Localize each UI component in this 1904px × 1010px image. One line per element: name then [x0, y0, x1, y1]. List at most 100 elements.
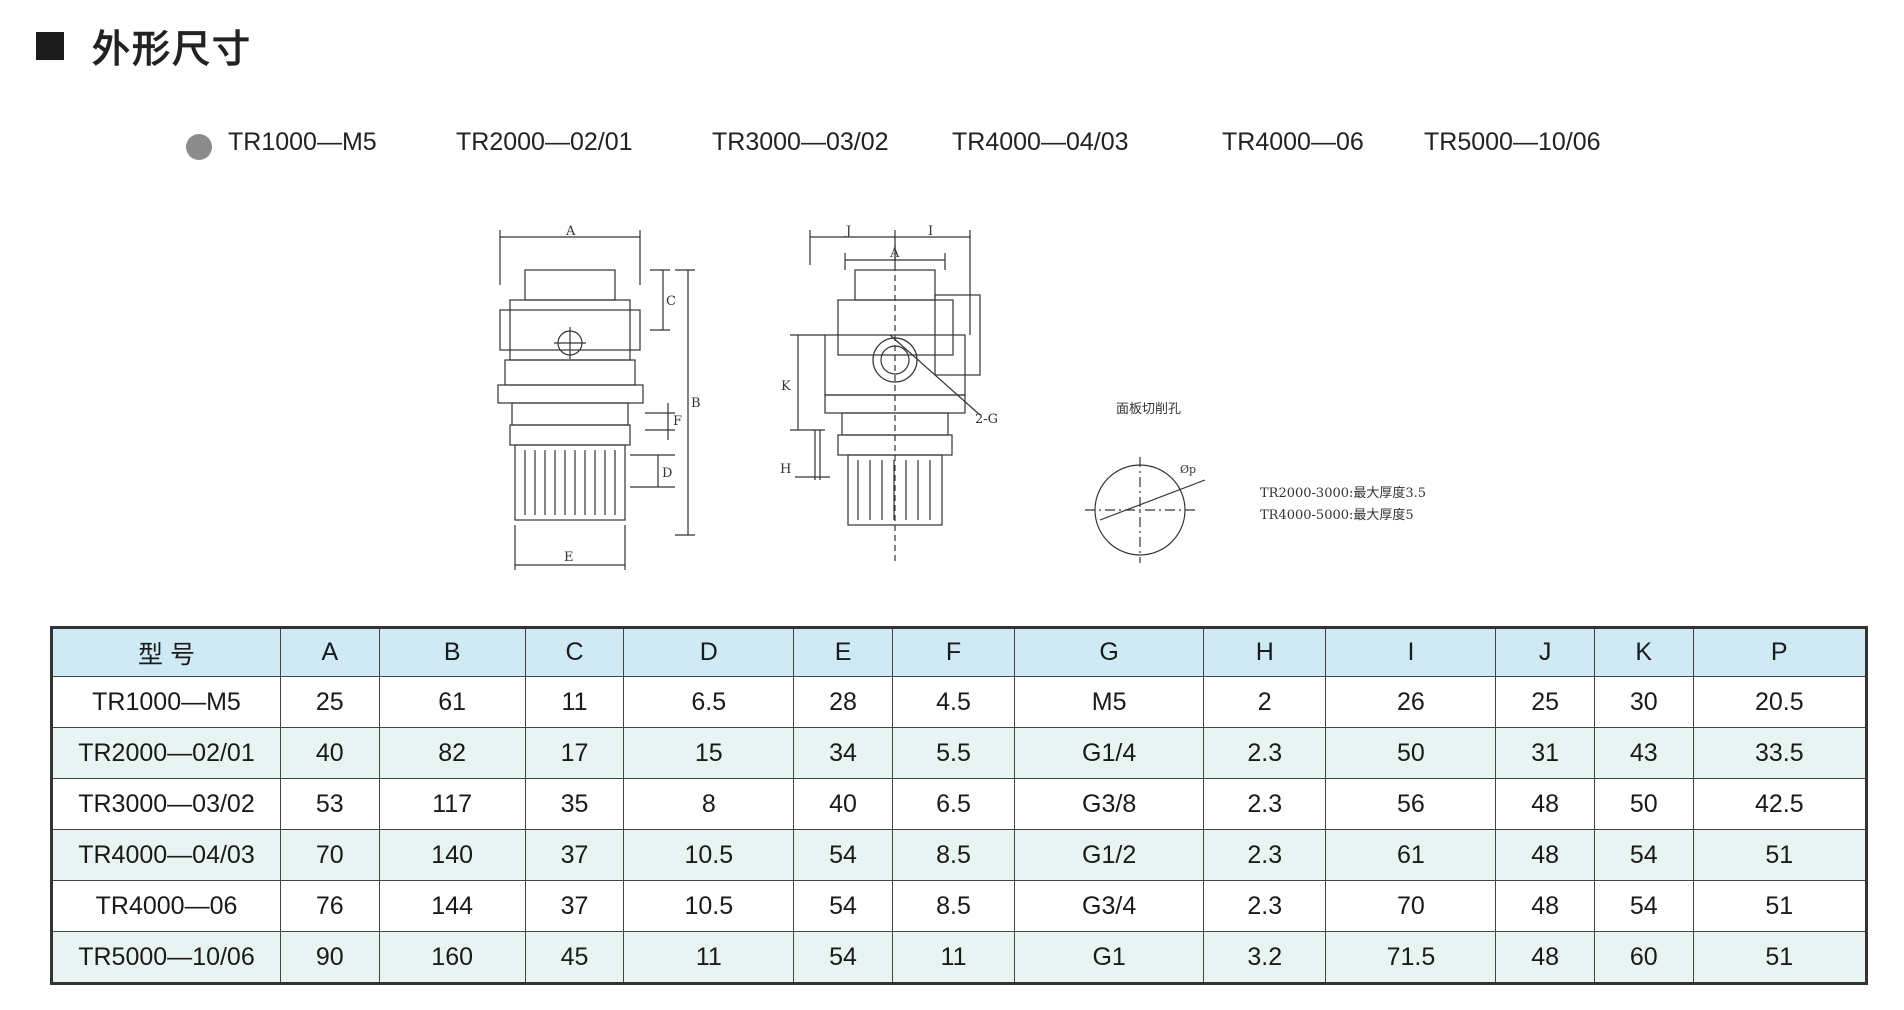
header-i: I: [1325, 627, 1497, 677]
cell: 117: [378, 778, 526, 830]
dim-label-j: J: [844, 225, 851, 239]
dimension-drawing: A C B F D E J I A K H 2-G 面板切削孔 Øp TR200…: [497, 225, 1426, 570]
header-c: C: [524, 627, 625, 677]
cell: 35: [524, 778, 625, 830]
cell: 8: [623, 778, 795, 830]
cell: 10.5: [623, 880, 795, 932]
table-row: TR1000—M5 25 61 11 6.5 28 4.5 M5 2 26 25…: [51, 676, 1868, 728]
cell: 48: [1495, 829, 1595, 881]
cell: 37: [524, 880, 625, 932]
table-row: TR3000—03/02 53 117 35 8 40 6.5 G3/8 2.3…: [51, 778, 1868, 830]
dim-label-a: A: [565, 225, 576, 239]
cell-model: TR3000—03/02: [51, 778, 281, 830]
cell: 45: [524, 931, 625, 984]
model-item: TR3000—03/02: [712, 128, 889, 156]
cell: 54: [793, 931, 893, 984]
cell: 54: [1593, 880, 1694, 932]
panel-cut-view: [1085, 457, 1206, 563]
model-item: TR4000—06: [1222, 128, 1364, 156]
cell: 3.2: [1203, 931, 1327, 984]
cell: 8.5: [891, 829, 1016, 881]
dim-label-c: C: [666, 294, 676, 309]
cell: 40: [793, 778, 893, 830]
table-row: TR2000—02/01 40 82 17 15 34 5.5 G1/4 2.3…: [51, 727, 1868, 779]
dim-label-d: D: [662, 466, 672, 481]
cell: 51: [1692, 931, 1868, 984]
table-row: TR4000—06 76 144 37 10.5 54 8.5 G3/4 2.3…: [51, 880, 1868, 932]
cell: 61: [378, 676, 526, 728]
table-row: TR5000—10/06 90 160 45 11 54 11 G1 3.2 7…: [51, 931, 1868, 984]
model-item: TR5000—10/06: [1424, 128, 1601, 156]
cell-model: TR4000—04/03: [51, 829, 281, 881]
cell: 50: [1593, 778, 1694, 830]
dim-label-b: B: [691, 396, 701, 411]
cell: 33.5: [1692, 727, 1868, 779]
header-a: A: [280, 627, 380, 677]
side-view: [790, 230, 981, 565]
cell: 17: [524, 727, 625, 779]
cell: 11: [524, 676, 625, 728]
cell: 2.3: [1203, 727, 1327, 779]
cell-model: TR1000—M5: [51, 676, 281, 728]
cell: 10.5: [623, 829, 795, 881]
cell: 31: [1495, 727, 1595, 779]
model-item: TR1000—M5: [228, 128, 377, 156]
cell: 71.5: [1325, 931, 1497, 984]
cell: 61: [1325, 829, 1497, 881]
cell: 54: [793, 829, 893, 881]
header-b: B: [378, 627, 526, 677]
cell: 50: [1325, 727, 1497, 779]
title-square-icon: [36, 31, 64, 60]
model-list: TR1000—M5 TR2000—02/01 TR3000—03/02 TR40…: [0, 128, 1904, 164]
cell: G1/2: [1014, 829, 1205, 881]
cell: 30: [1593, 676, 1694, 728]
cell: 54: [1593, 829, 1694, 881]
front-view: [497, 230, 695, 570]
dimension-table: 型 号 A B C D E F G H I J K P TR1000—M5 25…: [50, 626, 1868, 985]
cell: 53: [280, 778, 380, 830]
table-header-row: 型 号 A B C D E F G H I J K P: [51, 627, 1868, 677]
dim-label-k: K: [781, 379, 791, 394]
cell: 5.5: [891, 727, 1016, 779]
header-f: F: [891, 627, 1016, 677]
dim-label-e: E: [564, 550, 574, 565]
cell: 144: [378, 880, 526, 932]
cell: 70: [1325, 880, 1497, 932]
cell: 140: [378, 829, 526, 881]
header-e: E: [793, 627, 893, 677]
dim-label-f: F: [673, 414, 682, 429]
cell: 2.3: [1203, 880, 1327, 932]
header-g: G: [1014, 627, 1205, 677]
cell-model: TR4000—06: [51, 880, 281, 932]
cell: 60: [1593, 931, 1694, 984]
cell: 2.3: [1203, 829, 1327, 881]
section-title: 外形尺寸: [92, 27, 253, 71]
header-model: 型 号: [51, 627, 281, 677]
header-p: P: [1692, 627, 1868, 677]
cell: M5: [1014, 676, 1205, 728]
cell: 76: [280, 880, 380, 932]
cell: G1: [1014, 931, 1205, 984]
cell: 4.5: [891, 676, 1016, 728]
cell: 11: [623, 931, 795, 984]
cell-model: TR5000—10/06: [51, 931, 281, 984]
dim-label-g: 2-G: [975, 412, 998, 427]
dim-label-h: H: [780, 462, 791, 477]
cell: 70: [280, 829, 380, 881]
cell: 25: [1495, 676, 1595, 728]
cell: G3/4: [1014, 880, 1205, 932]
cell: 42.5: [1692, 778, 1868, 830]
header-d: D: [623, 627, 795, 677]
cell: G3/8: [1014, 778, 1205, 830]
note-line-2: TR4000-5000:最大厚度5: [1260, 507, 1414, 523]
panel-dia-label: Øp: [1180, 463, 1196, 476]
cell-model: TR2000—02/01: [51, 727, 281, 779]
cell: 8.5: [891, 880, 1016, 932]
cell: 160: [378, 931, 526, 984]
cell: 48: [1495, 931, 1595, 984]
cell: 37: [524, 829, 625, 881]
cell: 15: [623, 727, 795, 779]
cell: 34: [793, 727, 893, 779]
cell: 40: [280, 727, 380, 779]
dim-label-a-side: A: [889, 246, 900, 261]
